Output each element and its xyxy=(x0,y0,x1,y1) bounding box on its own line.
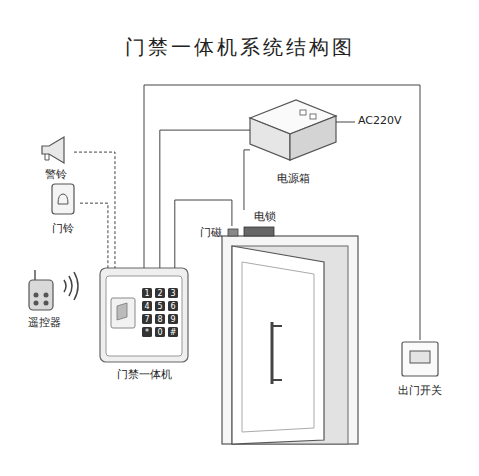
key-button xyxy=(168,301,178,311)
remote-button xyxy=(44,293,49,298)
wire xyxy=(244,150,250,210)
key-button xyxy=(142,301,152,311)
card-reader-area xyxy=(111,298,135,328)
exit-switch-button xyxy=(410,351,430,363)
key-button xyxy=(155,314,165,324)
device-label: 出门开关 xyxy=(398,384,442,398)
door-handle-arm xyxy=(272,325,282,327)
device-label: 门铃 xyxy=(52,222,74,236)
wireless-waves xyxy=(64,272,78,300)
device-label: 警铃 xyxy=(45,168,67,182)
card-icon xyxy=(117,303,127,320)
key-label: 8 xyxy=(157,315,162,324)
device-node: 电源箱 xyxy=(250,100,336,186)
doorbell-bell xyxy=(58,194,68,204)
remote-button xyxy=(34,293,39,298)
key-label: 4 xyxy=(144,302,149,311)
diagram-title: 门禁一体机系统结构图 xyxy=(0,34,479,61)
wire-line xyxy=(244,150,250,210)
key-label: 2 xyxy=(157,289,162,298)
key-button xyxy=(155,288,165,298)
key-button xyxy=(168,314,178,324)
wire-line xyxy=(160,130,250,268)
key-label: 6 xyxy=(170,302,175,311)
remote-button xyxy=(34,301,39,306)
device-node: 门禁一体机 xyxy=(100,268,188,382)
device-node: 电锁 xyxy=(240,210,276,234)
door-panel xyxy=(242,262,314,432)
door-opening xyxy=(232,246,348,444)
key-label: 9 xyxy=(170,315,175,324)
device-node: 门磁 xyxy=(200,226,238,240)
wire xyxy=(144,85,420,340)
power-label: AC220V xyxy=(358,115,402,127)
device-label: 门磁 xyxy=(200,226,222,240)
key-label: 5 xyxy=(157,302,162,311)
door-magnet xyxy=(228,229,238,236)
device-node: 遥控器 xyxy=(22,272,66,330)
remote-antenna xyxy=(34,270,36,281)
key-label: 3 xyxy=(170,289,175,298)
key-button xyxy=(155,301,165,311)
power-box-right xyxy=(290,116,336,160)
remote-button xyxy=(44,301,49,306)
device-label: 电源箱 xyxy=(277,172,310,186)
electric-lock xyxy=(244,227,274,236)
key-button xyxy=(168,288,178,298)
keypad xyxy=(142,288,178,337)
key-button xyxy=(155,327,165,337)
power-box-left xyxy=(250,118,290,160)
key-button xyxy=(142,314,152,324)
key-button xyxy=(142,327,152,337)
device-node: 警铃 xyxy=(38,138,74,182)
mains-wire xyxy=(336,122,355,123)
door-frame xyxy=(222,236,358,444)
device-node: 出门开关 xyxy=(394,340,446,398)
wire-line xyxy=(80,203,108,268)
wire xyxy=(175,200,232,268)
key-label: 0 xyxy=(157,328,162,337)
alarm-bell-icon xyxy=(42,137,64,163)
access-unit-panel xyxy=(106,276,182,356)
door-handle xyxy=(271,322,274,384)
device-label: 遥控器 xyxy=(28,316,61,330)
wire-line xyxy=(175,200,232,268)
key-label: * xyxy=(145,328,149,337)
device-label: 电锁 xyxy=(254,210,276,224)
key-label: 7 xyxy=(144,315,149,324)
doorbell-icon xyxy=(52,184,74,214)
wire xyxy=(74,152,115,268)
key-label: # xyxy=(170,328,177,337)
exit-switch-plate xyxy=(402,342,438,376)
wire-line xyxy=(74,152,115,268)
key-button xyxy=(168,327,178,337)
device-node: 门铃 xyxy=(46,183,80,236)
power-box-switch xyxy=(310,114,316,119)
remote-icon xyxy=(29,280,53,310)
door-leaf xyxy=(232,246,324,444)
wire xyxy=(80,203,108,268)
access-unit-body xyxy=(100,268,188,362)
door-handle-arm xyxy=(272,379,282,381)
wire xyxy=(160,130,250,268)
alarm-bell-stand xyxy=(45,154,49,160)
power-box-switch xyxy=(300,110,306,115)
key-label: 1 xyxy=(144,289,149,298)
key-button xyxy=(142,288,152,298)
device-label: 门禁一体机 xyxy=(117,368,172,382)
wire-line xyxy=(144,85,420,340)
